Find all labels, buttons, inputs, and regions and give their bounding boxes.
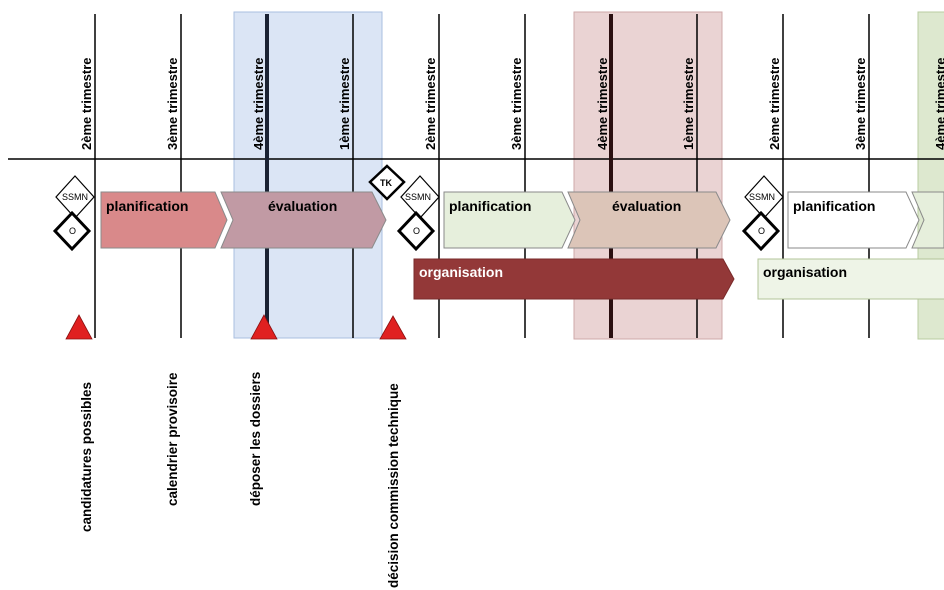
quarter-label: 3ème trimestre xyxy=(509,58,524,151)
organisation-bar: organisation xyxy=(757,258,944,300)
phase-chevron: planification xyxy=(443,191,576,249)
svg-text:évaluation: évaluation xyxy=(612,198,681,214)
tk-marker: TK xyxy=(368,164,406,201)
quarter-label: 4ème trimestre xyxy=(595,58,610,151)
milestone-label: décision commission technique xyxy=(386,383,401,588)
quarter-label: 2ème trimestre xyxy=(79,58,94,151)
ssmn-marker: SSMN O xyxy=(52,175,95,252)
milestone-label: déposer les dossiers xyxy=(248,372,263,506)
svg-text:planification: planification xyxy=(449,198,531,214)
svg-text:planification: planification xyxy=(106,198,188,214)
milestone-label: calendrier provisoire xyxy=(165,372,180,506)
quarter-label: 1ème trimestre xyxy=(681,58,696,151)
milestone-triangle xyxy=(65,314,93,340)
svg-text:organisation: organisation xyxy=(763,264,847,280)
milestone-triangle xyxy=(250,314,278,340)
svg-text:SSMN: SSMN xyxy=(405,192,431,202)
svg-text:SSMN: SSMN xyxy=(62,192,88,202)
svg-text:évaluation: évaluation xyxy=(268,198,337,214)
quarter-label: 2ème trimestre xyxy=(767,58,782,151)
milestone-label: candidatures possibles xyxy=(79,382,94,532)
svg-text:TK: TK xyxy=(380,178,392,188)
quarter-label: 2ème trimestre xyxy=(423,58,438,151)
svg-text:organisation: organisation xyxy=(419,264,503,280)
quarter-label: 1ème trimestre xyxy=(337,58,352,151)
phase-chevron: évaluation xyxy=(567,191,731,249)
quarter-label: 4ème trimestre xyxy=(933,58,944,151)
svg-text:O: O xyxy=(413,226,420,236)
phase-chevron: évaluation xyxy=(220,191,387,249)
quarter-lines xyxy=(94,14,870,338)
milestone-triangle xyxy=(379,315,407,340)
quarter-label: 3ème trimestre xyxy=(853,58,868,151)
phase-chevron-partial xyxy=(911,191,944,249)
quarter-label: 3ème trimestre xyxy=(165,58,180,151)
phase-chevron: planification xyxy=(787,191,920,249)
ssmn-marker: SSMN O xyxy=(396,175,440,252)
ssmn-marker: SSMN O xyxy=(741,175,784,252)
quarter-label: 4ème trimestre xyxy=(251,58,266,151)
svg-text:SSMN: SSMN xyxy=(749,192,775,202)
svg-text:O: O xyxy=(69,226,76,236)
organisation-bar: organisation xyxy=(413,258,735,300)
evaluation-band-1 xyxy=(233,11,383,339)
svg-text:O: O xyxy=(758,226,765,236)
phase-chevron: planification xyxy=(100,191,228,249)
svg-text:planification: planification xyxy=(793,198,875,214)
